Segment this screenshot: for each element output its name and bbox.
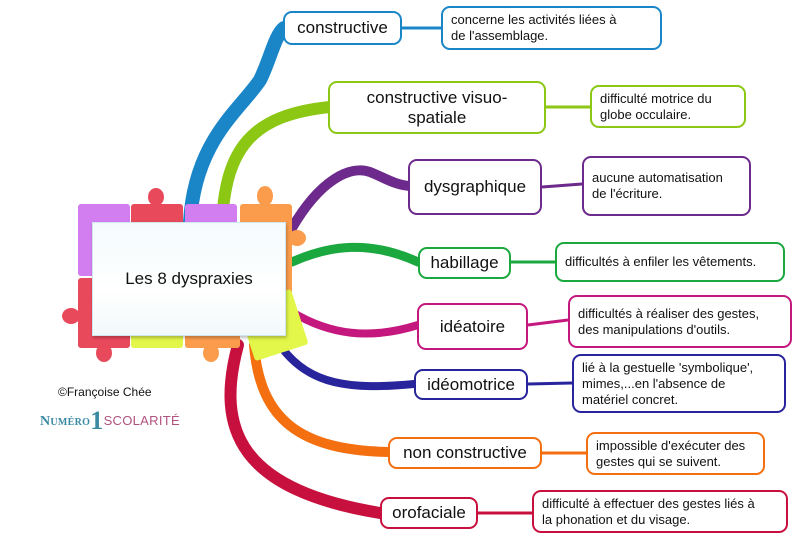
branch-node-ideatoire[interactable]: idéatoire	[417, 303, 528, 350]
branch-label: non constructive	[403, 443, 527, 462]
branch-node-habillage[interactable]: habillage	[418, 247, 511, 279]
description-text: difficultés à réaliser des gestes, des m…	[578, 305, 760, 337]
puzzle-knob	[148, 188, 164, 206]
puzzle-knob	[203, 344, 219, 362]
branch-connector-ideatoire	[288, 308, 422, 338]
branch-connector-constructive	[183, 21, 291, 229]
description-text: aucune automatisation de l'écriture.	[592, 170, 723, 201]
branch-node-dysgraphique[interactable]: dysgraphique	[408, 159, 542, 215]
copyright-credit: ©Françoise Chée	[58, 385, 152, 399]
logo-number: 1	[90, 406, 104, 435]
description-node-dysgraphique[interactable]: aucune automatisation de l'écriture.	[582, 156, 751, 216]
branch-label: idéatoire	[439, 316, 506, 336]
description-text: concerne les activités liées à de l'asse…	[451, 12, 617, 43]
branch-connector-visuospatiale	[216, 101, 336, 228]
description-text: difficulté motrice du globe occulaire.	[600, 90, 712, 122]
central-node-title: Les 8 dyspraxies	[125, 269, 253, 288]
logo-text-scolarite: scolarité	[103, 413, 180, 428]
branch-label: constructive	[297, 18, 388, 37]
description-text: lié à la gestuelle 'symbolique', mimes,.…	[582, 359, 754, 407]
description-text: difficulté à effectuer des gestes liés à…	[542, 495, 755, 527]
desc-connector-5	[527, 318, 569, 327]
description-node-habillage[interactable]: difficultés à enfiler les vêtements.	[555, 242, 785, 282]
branch-label: orofaciale	[392, 503, 466, 522]
description-node-constructive-visuo-spatiale[interactable]: difficulté motrice du globe occulaire.	[590, 85, 746, 128]
puzzle-knob	[257, 186, 273, 206]
branch-label: idéomotrice	[427, 374, 515, 394]
puzzle-piece-red-top	[131, 204, 183, 226]
desc-connector-3	[541, 182, 583, 189]
central-node[interactable]: Les 8 dyspraxies	[92, 222, 286, 336]
branch-label: habillage	[430, 253, 499, 272]
branch-node-constructive-visuo-spatiale[interactable]: constructive visuo- spatiale	[328, 81, 546, 134]
description-node-orofaciale[interactable]: difficulté à effectuer des gestes liés à…	[532, 490, 788, 533]
description-text: impossible d'exécuter des gestes qui se …	[596, 437, 746, 469]
description-node-non-constructive[interactable]: impossible d'exécuter des gestes qui se …	[586, 432, 765, 475]
puzzle-knob	[62, 308, 80, 324]
branch-label: dysgraphique	[423, 177, 527, 196]
branch-connector-ideomotrice	[278, 344, 418, 391]
branch-node-ideomotrice[interactable]: idéomotrice	[414, 369, 528, 400]
description-node-ideomotrice[interactable]: lié à la gestuelle 'symbolique', mimes,.…	[572, 354, 786, 413]
branch-label: constructive visuo- spatiale	[366, 87, 508, 127]
puzzle-piece-purple-top	[185, 204, 237, 226]
description-text: difficultés à enfiler les vêtements.	[565, 254, 757, 269]
branch-connector-orofaciale	[224, 339, 386, 519]
numero1-scolarite-logo: Numéro1scolarité	[40, 406, 180, 436]
branch-connector-habillage	[287, 242, 423, 267]
branch-node-orofaciale[interactable]: orofaciale	[380, 497, 478, 529]
desc-connector-6	[527, 381, 573, 386]
description-node-ideatoire[interactable]: difficultés à réaliser des gestes, des m…	[568, 295, 792, 348]
description-node-constructive[interactable]: concerne les activités liées à de l'asse…	[441, 6, 662, 50]
branch-connector-dysgraphique	[287, 165, 415, 233]
puzzle-knob	[96, 344, 112, 362]
puzzle-knob	[288, 230, 306, 246]
branch-node-non-constructive[interactable]: non constructive	[388, 437, 542, 469]
branch-connector-non-constructive	[249, 340, 393, 457]
branch-node-constructive[interactable]: constructive	[283, 11, 402, 45]
logo-text-numero: Numéro	[40, 414, 91, 429]
